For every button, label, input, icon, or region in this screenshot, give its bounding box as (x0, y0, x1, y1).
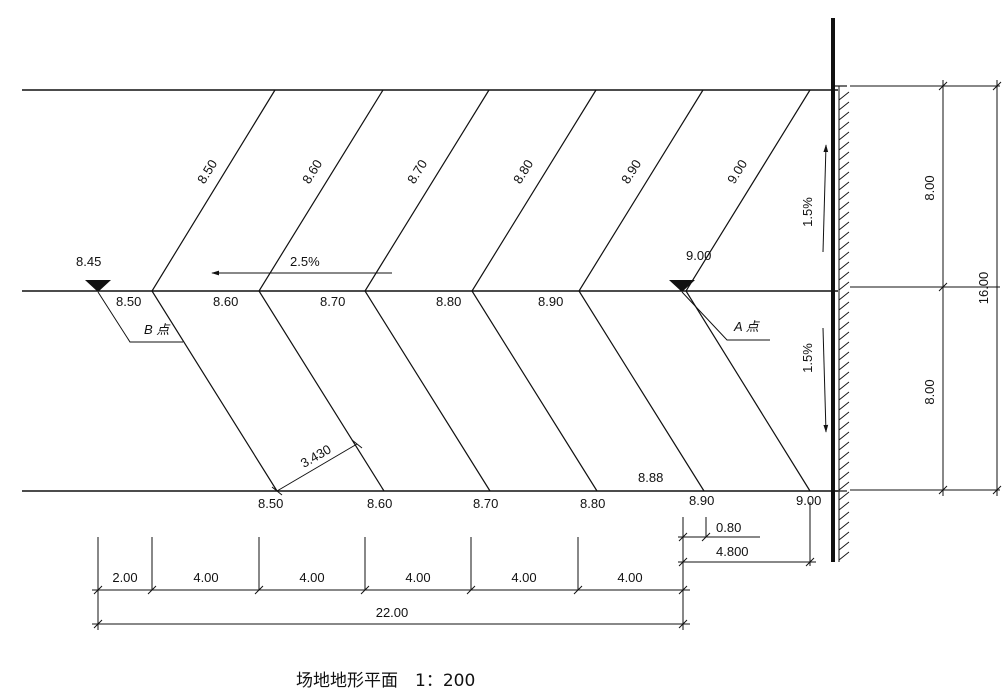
dimension-3430: 3.430 (271, 439, 363, 496)
dimension-label: 4.00 (511, 570, 536, 585)
edge-label: 8.80 (580, 496, 605, 511)
ridge-label: 8.60 (213, 294, 238, 309)
dimension-label: 2.00 (112, 570, 137, 585)
dimension-label: 8.00 (922, 175, 937, 200)
elevation-marker-icon (85, 280, 111, 292)
point-a: 9.00 A 点 (669, 248, 770, 341)
edge-label: 8.90 (689, 493, 714, 508)
wall-hatching (833, 85, 850, 562)
contour-lines (151, 89, 811, 492)
contour-labels-upper: 8.50 8.60 8.70 8.80 8.90 9.00 (194, 157, 750, 186)
dimension-4-800-label: 4.800 (716, 544, 749, 559)
elevation-marker-icon (669, 280, 695, 292)
point-a-elevation: 9.00 (686, 248, 711, 263)
drawing-title: 场地地形平面 1：200 (296, 671, 475, 691)
dimension-total-label: 22.00 (376, 605, 409, 620)
edge-label: 8.60 (367, 496, 392, 511)
dimension-0-80-label: 0.80 (716, 520, 741, 535)
slope-upper: 1.5% (800, 144, 829, 253)
dimension-chain-right: 8.00 8.00 16.00 (850, 80, 1002, 496)
point-b-elevation: 8.45 (76, 254, 101, 269)
ridge-label: 8.70 (320, 294, 345, 309)
ridge-labels: 8.50 8.60 8.70 8.80 8.90 (116, 294, 563, 309)
slope-lower-label: 1.5% (800, 343, 815, 373)
slope-upper-label: 1.5% (800, 197, 815, 227)
contour-label: 9.00 (724, 157, 750, 186)
dimension-label: 4.00 (299, 570, 324, 585)
point-b-leader (97, 291, 183, 343)
dimension-label: 8.00 (922, 379, 937, 404)
dimension-near-wall: 0.80 4.800 (678, 502, 816, 567)
edge-label: 8.50 (258, 496, 283, 511)
edge-label: 8.70 (473, 496, 498, 511)
dimension-chain-bottom: 2.00 4.00 4.00 4.00 4.00 4.00 22.00 (92, 517, 690, 630)
point-a-leader (681, 291, 770, 341)
point-a-label: A 点 (733, 319, 761, 334)
contour-label: 8.70 (404, 157, 430, 186)
contour-line-900 (685, 89, 811, 492)
contour-label: 8.90 (618, 157, 644, 186)
spot-elevation: 8.88 (638, 470, 663, 485)
contour-line-850 (151, 89, 278, 492)
contour-label: 8.50 (194, 157, 220, 186)
contour-line-880 (471, 89, 598, 492)
ridge-label: 8.50 (116, 294, 141, 309)
slope-lower: 1.5% (800, 327, 829, 433)
dimension-total-label: 16.00 (976, 272, 991, 305)
contour-label: 8.80 (510, 157, 536, 186)
ridge-label: 8.90 (538, 294, 563, 309)
slope-main-label: 2.5% (290, 254, 320, 269)
dimension-3430-label: 3.430 (298, 441, 334, 470)
contour-line-890 (578, 89, 705, 492)
contour-line-870 (364, 89, 491, 492)
slope-arrow-icon (822, 327, 829, 433)
dimension-label: 4.00 (193, 570, 218, 585)
contour-label: 8.60 (299, 157, 325, 186)
dimension-label: 4.00 (405, 570, 430, 585)
bottom-edge-labels: 8.50 8.60 8.70 8.80 8.90 9.00 (258, 493, 821, 511)
point-b: 8.45 B 点 (76, 254, 183, 343)
slope-arrow-icon (822, 144, 829, 253)
point-b-label: B 点 (144, 322, 171, 337)
edge-label: 9.00 (796, 493, 821, 508)
contour-line-860 (258, 89, 385, 492)
ridge-label: 8.80 (436, 294, 461, 309)
dimension-label: 4.00 (617, 570, 642, 585)
slope-main: 2.5% (211, 254, 392, 276)
